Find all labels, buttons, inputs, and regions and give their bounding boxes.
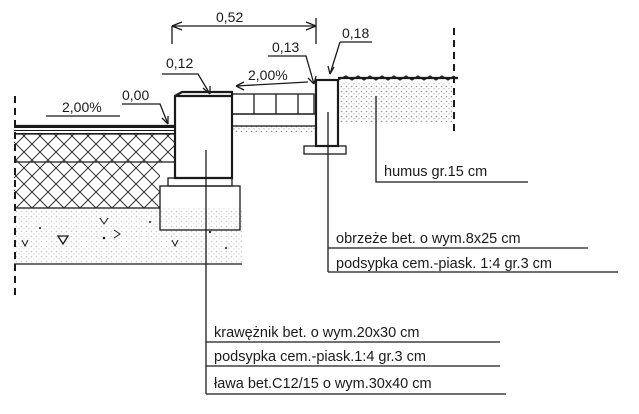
dim-edging-height: 0,13 <box>272 39 299 55</box>
dim-edging-top: 0,18 <box>342 25 369 41</box>
label-kraweznik: krawężnik bet. o wym.20x30 cm <box>214 325 420 341</box>
sidewalk-sand-bed <box>231 113 317 127</box>
sidewalk-pavement <box>231 93 317 132</box>
slope-road-label: 2,00% <box>62 99 102 115</box>
dimension-edging-height: 0,13 <box>268 39 317 85</box>
road-binder-layer <box>14 134 174 162</box>
leader-humus: humus gr.15 cm <box>375 96 528 183</box>
dim-overall-width: 0,52 <box>216 9 243 25</box>
concrete-curb <box>173 94 234 180</box>
grass-symbol <box>337 75 455 81</box>
label-podsypka-kraweznik: podsypka cem.-piask.1:4 gr.3 cm <box>214 349 426 365</box>
edging-bedding-layer <box>303 145 347 155</box>
humus-layer <box>340 82 452 122</box>
road-base-layer <box>14 162 160 208</box>
slope-road: 2,00% <box>46 99 120 117</box>
leader-curb: krawężnik bet. o wym.20x30 cm podsypka c… <box>205 150 506 395</box>
label-lawa: ława bet.C12/15 o wym.30x40 cm <box>214 376 432 392</box>
curb-bedding-layer <box>167 177 233 187</box>
road-structure <box>14 96 242 300</box>
dim-road-edge: 0,00 <box>122 87 149 103</box>
sidewalk-subgrade <box>232 126 316 132</box>
dimension-edging-top: 0,18 <box>327 25 372 75</box>
label-humus: humus gr.15 cm <box>384 164 487 180</box>
dimension-road-edge: 0,00 <box>122 87 169 125</box>
label-podsypka-obrzeze: podsypka cem.-piask. 1:4 gr.3 cm <box>336 256 552 272</box>
concrete-edging <box>314 78 340 148</box>
dimension-curb-height: 0,12 <box>162 55 211 95</box>
slope-sidewalk-label: 2,00% <box>248 67 288 83</box>
label-obrzeze: obrzeże bet. o wym.8x25 cm <box>336 231 521 247</box>
subbase-symbols <box>21 217 227 249</box>
paving-blocks <box>231 93 315 115</box>
road-subbase-layer <box>14 208 242 264</box>
dimension-overall: 0,52 <box>171 9 317 44</box>
dim-curb-height: 0,12 <box>166 55 193 71</box>
leader-edging: obrzeże bet. o wym.8x25 cm podsypka cem.… <box>327 112 618 273</box>
road-asphalt-layer <box>14 126 174 134</box>
humus-lawn-area <box>337 28 458 136</box>
slope-sidewalk: 2,00% <box>235 67 309 91</box>
